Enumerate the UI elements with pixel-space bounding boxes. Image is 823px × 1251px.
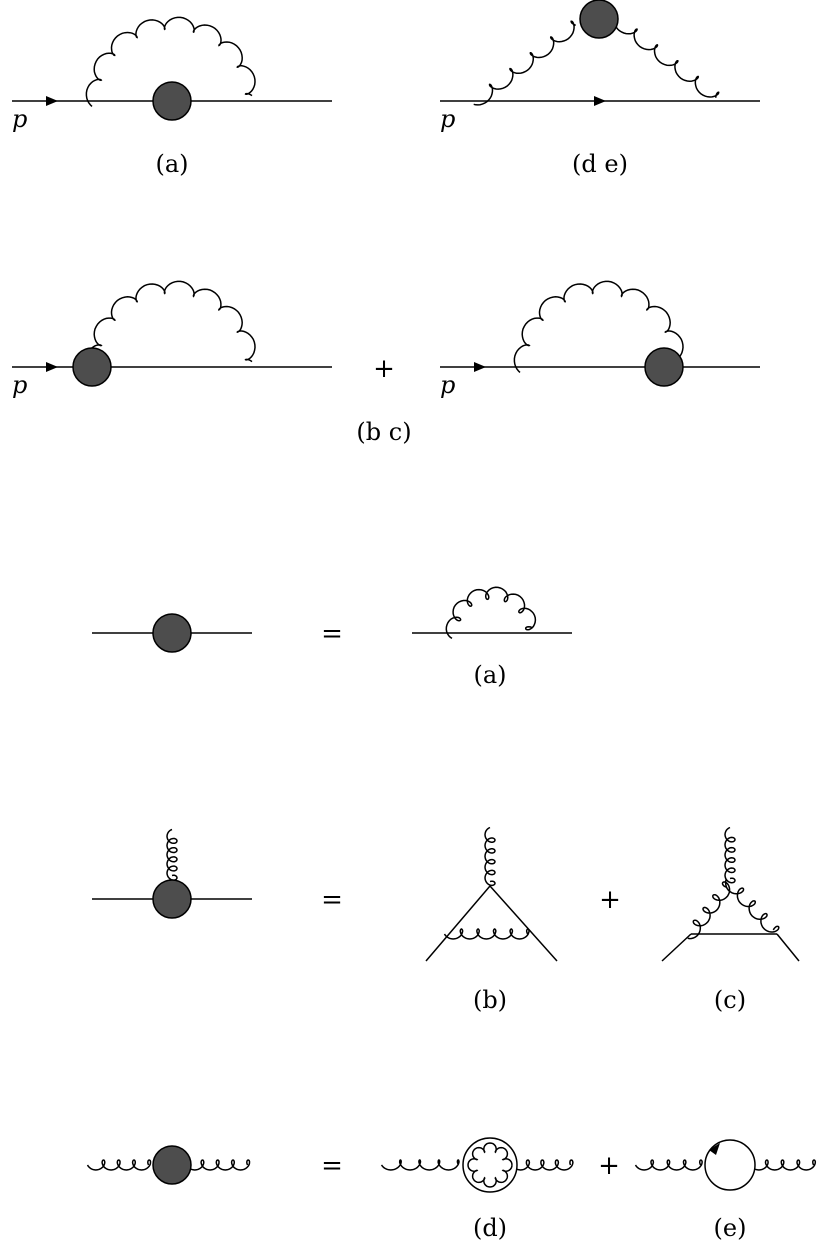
diagram-a-top: p (a) [12, 16, 332, 178]
gluon-blob-def [152, 1145, 192, 1185]
vertex-blob-def [152, 879, 192, 919]
plus-sign-vertex: + [599, 885, 621, 915]
gluon-arc-b [85, 280, 256, 373]
gluon-right-de [612, 18, 720, 98]
definition-quark-self-energy: = (a) [92, 586, 572, 689]
quark-arrow-b [46, 362, 58, 372]
label-c: (c) [714, 986, 746, 1014]
plus-sign-gluon: + [598, 1151, 620, 1181]
quark-arrow-c [474, 362, 486, 372]
gluon-arc-a [85, 16, 256, 107]
gluon-c-vertical [724, 826, 736, 884]
quark-blob-def [152, 613, 192, 653]
gluon-loop-d [462, 1137, 518, 1193]
quark-b-left [425, 885, 491, 962]
gluon-b-horizontal [443, 928, 530, 940]
gluon-b-vertical [484, 826, 496, 887]
gluon-left-de [473, 20, 577, 106]
quark-loop-arrow-e [709, 1143, 720, 1155]
equals-sign-1: = [321, 619, 343, 649]
quark-arrow-a [46, 96, 58, 106]
label-b: (b) [473, 986, 507, 1014]
gluon-e-left [634, 1159, 703, 1171]
momentum-label-b: p [12, 371, 27, 399]
gluon-d-right [511, 1159, 574, 1171]
vertex-gluon-def [166, 828, 178, 881]
label-de: (d e) [572, 150, 628, 178]
gluon-def-right [185, 1159, 251, 1171]
gluon-d-left [380, 1159, 460, 1171]
label-d: (d) [473, 1214, 507, 1242]
gluon-c-right [724, 878, 780, 933]
gluon-loop-inner-d [467, 1142, 513, 1188]
label-a2: (a) [473, 661, 506, 689]
label-bc: (b c) [356, 418, 411, 446]
vertex-blob-b [72, 347, 112, 387]
quark-c-right [776, 933, 800, 962]
label-a-top: (a) [155, 150, 188, 178]
equals-sign-2: = [321, 885, 343, 915]
diagram-b-left: p [12, 280, 332, 399]
plus-sign-bc: + [373, 354, 395, 384]
equals-sign-3: = [321, 1151, 343, 1181]
gluon-def-left [86, 1159, 152, 1171]
quark-c-left [661, 933, 692, 962]
diagram-de-top: p (d e) [440, 0, 760, 178]
quark-loop-e [704, 1139, 756, 1191]
momentum-label-c: p [440, 371, 455, 399]
momentum-label-a: p [12, 105, 27, 133]
gluon-arc-c [513, 280, 684, 373]
gluon-c-left [687, 881, 731, 940]
momentum-label-de: p [440, 105, 455, 133]
definition-vertex: = (b) + (c) [92, 826, 800, 1014]
diagram-c-right: p [440, 280, 760, 399]
quark-b-right [489, 885, 558, 962]
self-energy-blob-a [152, 81, 192, 121]
gluon-blob-de [579, 0, 619, 39]
vertex-blob-c [644, 347, 684, 387]
gluon-arc-a2 [445, 586, 537, 640]
label-e: (e) [714, 1214, 747, 1242]
quark-arrow-de [594, 96, 606, 106]
gluon-e-right [749, 1159, 817, 1171]
definition-gluon-self-energy: = (d) + (e) [86, 1137, 817, 1242]
